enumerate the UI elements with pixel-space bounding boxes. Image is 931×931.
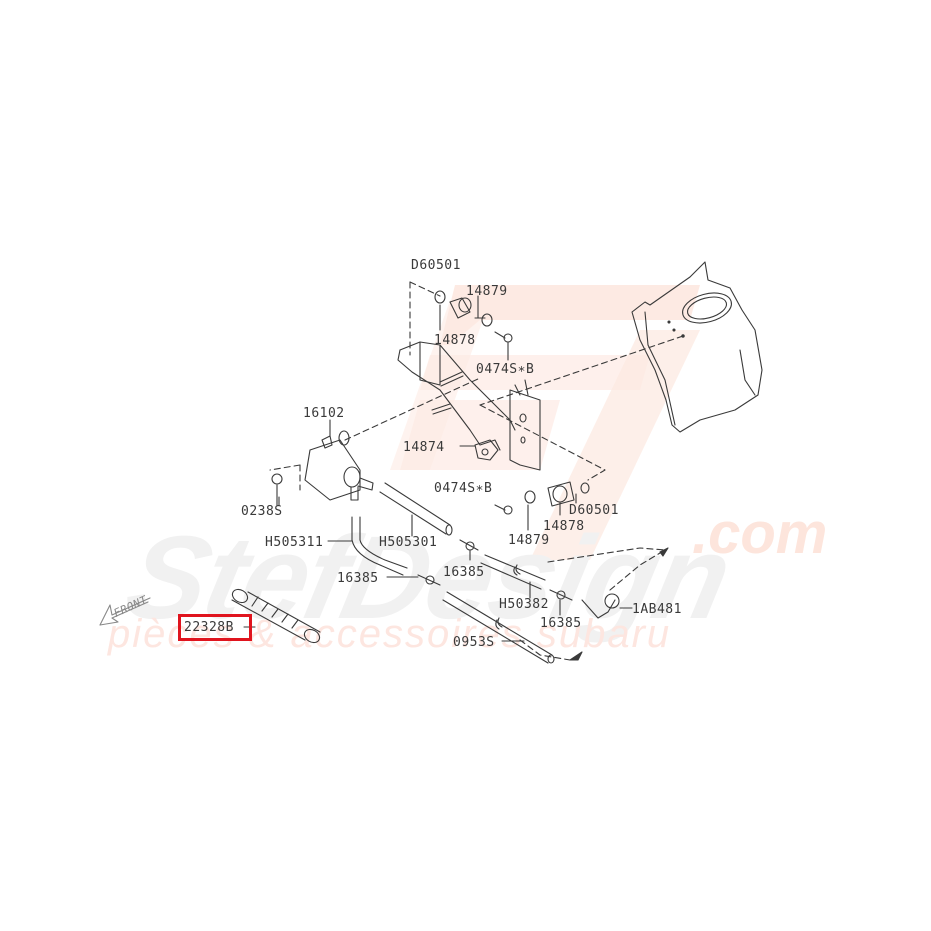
front-arrow-icon <box>99 597 151 626</box>
part-label-h50382[interactable]: H50382 <box>499 597 549 612</box>
part-label-14879-bottom[interactable]: 14879 <box>508 533 550 548</box>
part-label-22328b[interactable]: 22328B <box>184 620 234 635</box>
body-panel-drawing <box>631 261 763 433</box>
part-label-14878-bottom[interactable]: 14878 <box>543 519 585 534</box>
part-label-16385-c[interactable]: 16385 <box>540 616 582 631</box>
part-label-h505301[interactable]: H505301 <box>379 535 438 550</box>
part-label-1ab481[interactable]: 1AB481 <box>632 602 682 617</box>
canister-drawing <box>271 430 374 506</box>
hoses-drawing <box>243 295 633 664</box>
bracket-drawing <box>397 341 541 471</box>
part-label-14879-top[interactable]: 14879 <box>466 284 508 299</box>
part-label-14878-top[interactable]: 14878 <box>434 333 476 348</box>
part-label-14874[interactable]: 14874 <box>403 440 445 455</box>
part-label-0238s[interactable]: 0238S <box>241 504 283 519</box>
part-label-16102[interactable]: 16102 <box>303 406 345 421</box>
part-label-0953s[interactable]: 0953S <box>453 635 495 650</box>
part-label-h505311[interactable]: H505311 <box>265 535 324 550</box>
part-label-d60501-bottom[interactable]: D60501 <box>569 503 619 518</box>
part-label-0474sb-top[interactable]: 0474S∗B <box>476 362 535 377</box>
highlight-box-22328b <box>178 614 252 641</box>
part-label-16385-b[interactable]: 16385 <box>337 571 379 586</box>
part-label-d60501-top[interactable]: D60501 <box>411 258 461 273</box>
hardware-top <box>434 290 513 343</box>
part-label-16385-a[interactable]: 16385 <box>443 565 485 580</box>
part-label-0474sb-bottom[interactable]: 0474S∗B <box>434 481 493 496</box>
hose-protector-drawing <box>231 588 321 644</box>
